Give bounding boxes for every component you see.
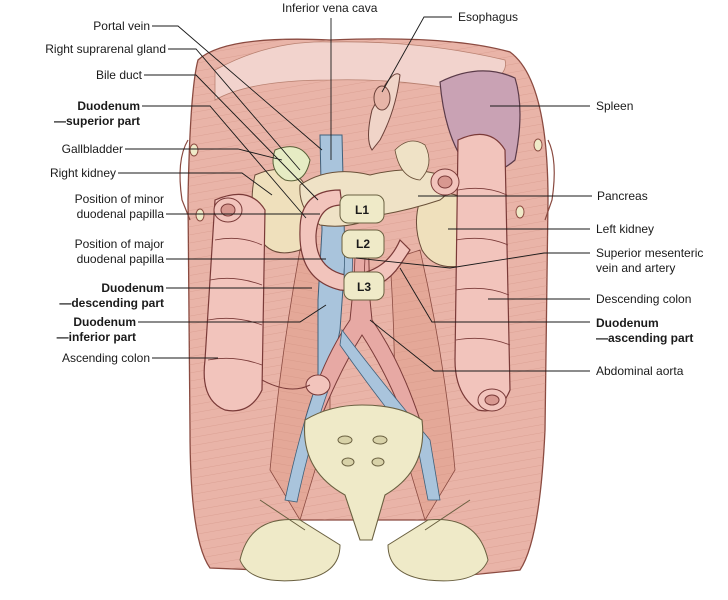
label-duodenum-ascending-line1: Duodenum (596, 316, 659, 330)
label-gallbladder: Gallbladder (61, 142, 123, 156)
label-duodenum-inferior: Duodenum —inferior part (57, 315, 136, 345)
pelvis (239, 404, 489, 582)
label-esophagus: Esophagus (458, 10, 519, 24)
label-superior-mesenteric-line2: vein and artery (596, 261, 676, 275)
label-left-kidney: Left kidney (596, 222, 655, 236)
label-duodenum-descending-line2: —descending part (59, 296, 164, 310)
vertebra-l2-label: L2 (356, 237, 370, 251)
label-major-papilla-line1: Position of major (74, 237, 164, 251)
vertebra-l1-label: L1 (355, 203, 369, 217)
label-duodenum-inferior-line1: Duodenum (73, 315, 136, 329)
label-right-kidney: Right kidney (49, 166, 116, 180)
label-minor-papilla: Position of minor duodenal papilla (75, 192, 164, 222)
label-ascending-colon: Ascending colon (61, 351, 150, 365)
label-duodenum-superior-line1: Duodenum (77, 99, 140, 113)
leader-lines (118, 16, 592, 372)
duodenum-shape (299, 189, 411, 292)
descending-colon-shape (430, 133, 511, 412)
label-duodenum-descending: Duodenum —descending part (59, 281, 164, 311)
label-major-papilla: Position of major duodenal papilla (75, 237, 164, 267)
ascending-colon-shape (203, 193, 331, 412)
label-right-suprarenal-gland: Right suprarenal gland (45, 42, 166, 56)
label-major-papilla-line2: duodenal papilla (76, 252, 164, 266)
label-duodenum-inferior-line2: —inferior part (56, 330, 136, 344)
label-bile-duct: Bile duct (95, 68, 142, 82)
label-minor-papilla-line2: duodenal papilla (76, 207, 164, 221)
label-abdominal-aorta: Abdominal aorta (596, 364, 684, 378)
label-superior-mesenteric: Superior mesenteric vein and artery (596, 246, 703, 276)
label-inferior-vena-cava: Inferior vena cava (282, 1, 378, 15)
label-descending-colon: Descending colon (596, 292, 692, 306)
label-duodenum-ascending-line2: —ascending part (596, 331, 694, 345)
label-pancreas: Pancreas (597, 189, 648, 203)
esophagus-shape (368, 73, 401, 151)
label-duodenum-ascending: Duodenum —ascending part (596, 316, 693, 346)
label-spleen: Spleen (596, 99, 634, 113)
gallbladder-shape (272, 146, 311, 182)
label-duodenum-superior-line2: —superior part (53, 114, 140, 128)
abdominal-aorta-shape (304, 229, 421, 421)
label-portal-vein: Portal vein (93, 19, 150, 33)
vertebra-l3-label: L3 (357, 280, 371, 294)
lumbar-vertebrae (339, 194, 385, 301)
label-duodenum-descending-line1: Duodenum (101, 281, 164, 295)
label-superior-mesenteric-line1: Superior mesenteric (596, 246, 704, 260)
label-duodenum-superior: Duodenum —superior part (54, 99, 140, 129)
label-minor-papilla-line1: Position of minor (74, 192, 164, 206)
